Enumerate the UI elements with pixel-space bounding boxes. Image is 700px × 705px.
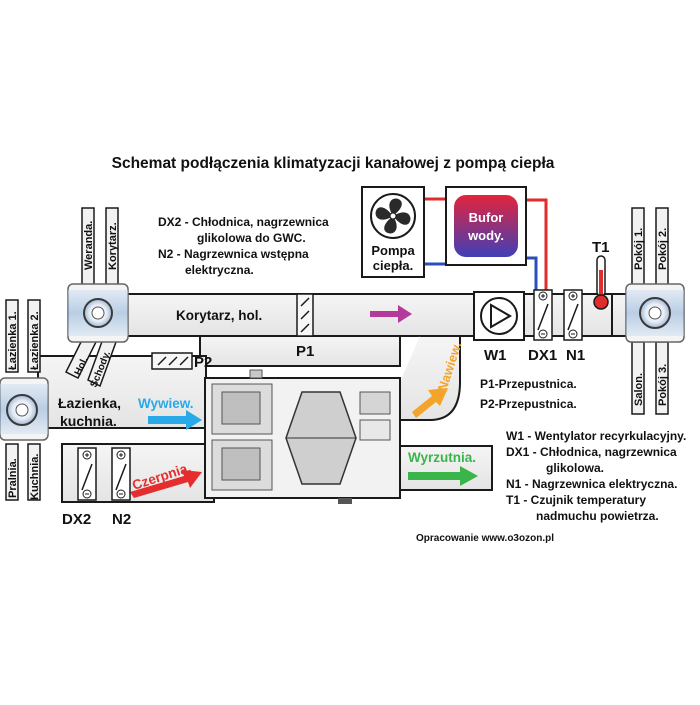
heat-pump-label-2: ciepła.: [373, 258, 413, 273]
room-weranda: Weranda.: [83, 221, 95, 270]
heat-pump-box: Pompa ciepła.: [361, 186, 425, 278]
buffer-label-1: Bufor: [469, 210, 504, 225]
buffer-cold-pipe: [526, 256, 538, 290]
label-korytarz-hol: Korytarz, hol.: [176, 308, 262, 323]
legend-p1: P1-Przepustnica.: [480, 377, 577, 391]
arrow-czerpnia: [130, 470, 202, 498]
coil-dx2: [77, 447, 97, 501]
legend-p2: P2-Przepustnica.: [480, 397, 577, 411]
recuperator-unit: [204, 369, 401, 504]
room-pokoj3: Pokój 3.: [657, 364, 669, 406]
note-n2-line2: elektryczna.: [185, 263, 254, 277]
arrow-nawiew: [412, 388, 448, 418]
room-pokoj1: Pokój 1.: [633, 228, 645, 270]
branch-kuchnia: [27, 443, 41, 501]
damper-p1: [296, 293, 314, 337]
room-lazienka2: Łazienka 2.: [29, 311, 41, 370]
arrow-wyrzutnia: [408, 466, 478, 486]
label-lazienka-line2: kuchnia.: [60, 413, 117, 429]
label-wywiew: Wywiew.: [138, 396, 194, 411]
room-pokoj2: Pokój 2.: [657, 228, 669, 270]
label-n1: N1: [566, 347, 585, 364]
label-dx1: DX1: [528, 347, 557, 364]
heat-pump-label-1: Pompa: [371, 243, 415, 258]
legend-w1: W1 - Wentylator recyrkulacyjny.: [506, 429, 686, 443]
note-dx2-line1: DX2 - Chłodnica, nagrzewnica: [158, 215, 329, 229]
coil-dx1: [533, 289, 553, 341]
fan-w1: [473, 291, 525, 341]
heater-n2: [111, 447, 131, 501]
legend-dx1-line1: DX1 - Chłodnica, nagrzewnica: [506, 445, 677, 459]
fan-icon: [370, 193, 416, 239]
branch-lazienka2: [27, 299, 41, 373]
diagram-title: Schemat podłączenia klimatyzacji kanałow…: [112, 155, 555, 172]
room-lazienka1: Łazienka 1.: [7, 311, 19, 370]
note-n2-line1: N2 - Nagrzewnica wstępna: [158, 247, 309, 261]
damper-p2: [151, 352, 193, 370]
arrow-recirc: [370, 305, 412, 323]
heater-n1: [563, 289, 583, 341]
room-pralnia: Pralnia.: [7, 458, 19, 498]
room-korytarz: Korytarz.: [107, 222, 119, 270]
label-wyrzutnia: Wyrzutnia.: [408, 450, 476, 465]
arrow-wywiew: [148, 410, 202, 430]
room-kuchnia: Kuchnia.: [29, 454, 41, 500]
branch-lazienka1: [5, 299, 19, 373]
buffer-hot-pipe: [526, 198, 548, 290]
thermometer-icon: [593, 255, 609, 310]
label-dx2: DX2: [62, 511, 91, 528]
label-w1: W1: [484, 347, 507, 364]
distribution-box-left: [0, 377, 49, 441]
legend-n1: N1 - Nagrzewnica elektryczna.: [506, 477, 677, 491]
room-salon: Salon.: [633, 373, 645, 406]
label-p1: P1: [296, 343, 314, 360]
duct-supply-down: [399, 335, 461, 421]
legend-dx1-line2: glikolowa.: [546, 461, 604, 475]
credit-text: Opracowanie www.o3ozon.pl: [416, 533, 554, 544]
distribution-box-right: [625, 283, 685, 343]
legend-t1-line2: nadmuchu powietrza.: [536, 509, 659, 523]
legend-t1-line1: T1 - Czujnik temperatury: [506, 493, 646, 507]
label-t1: T1: [592, 239, 610, 256]
label-p2: P2: [194, 354, 212, 371]
branch-pralnia: [5, 443, 19, 501]
buffer-label-2: wody.: [467, 228, 504, 243]
note-dx2-line2: glikolowa do GWC.: [197, 231, 306, 245]
label-n2: N2: [112, 511, 131, 528]
label-lazienka-line1: Łazienka,: [58, 395, 121, 411]
distribution-box-top-left: [67, 283, 129, 343]
buffer-box: Bufor wody.: [445, 186, 527, 266]
